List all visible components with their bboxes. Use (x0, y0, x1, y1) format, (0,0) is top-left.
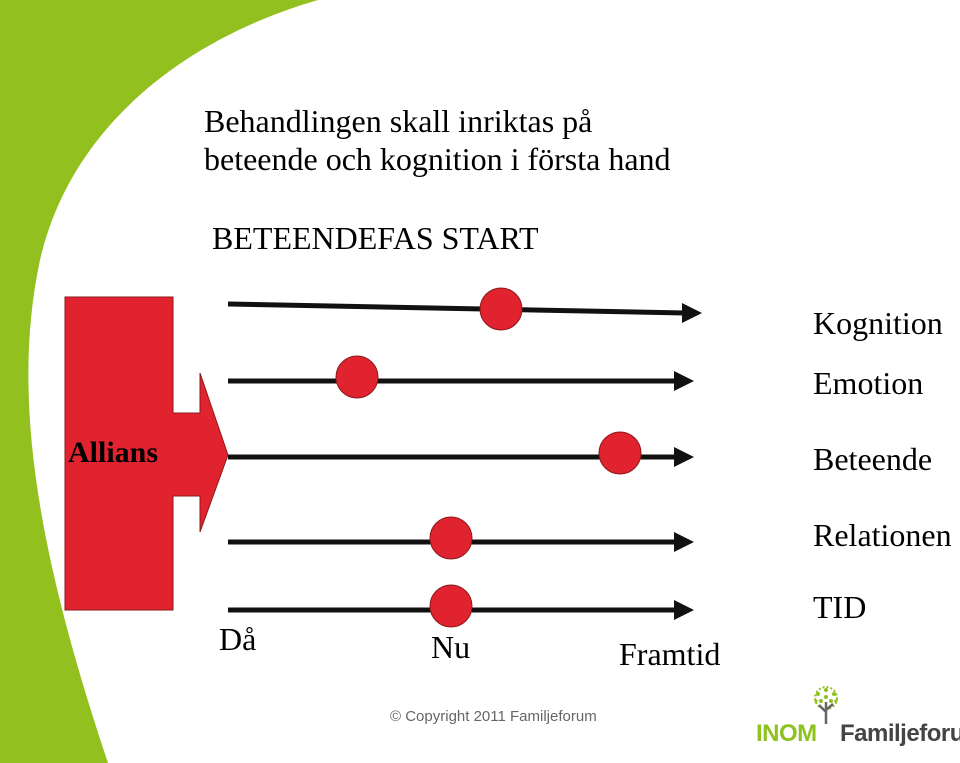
timeline-beteende (228, 431, 694, 475)
title-line-2: beteende och kognition i första hand (204, 141, 671, 177)
timeline-tid (228, 584, 694, 628)
time-axis-label: TID (813, 589, 867, 625)
marker-emotion (335, 355, 379, 399)
time-point-da: Då (219, 621, 257, 657)
time-point-framtid: Framtid (619, 636, 721, 672)
logo-text-familjeforum: Familjeforum (840, 720, 960, 747)
marker-nu (429, 584, 473, 628)
title-line-1: Behandlingen skall inriktas på (204, 103, 593, 139)
dimension-label-beteende: Beteende (813, 441, 933, 477)
tree-icon (814, 686, 838, 724)
dimension-label-emotion: Emotion (813, 365, 924, 401)
timeline-kognition (227, 287, 702, 331)
timeline-relationen (228, 516, 694, 560)
marker-beteende (598, 431, 642, 475)
familjeforum-logo: INOM Familjeforum (756, 684, 960, 750)
phase-label: BETEENDEFAS START (212, 220, 539, 256)
marker-kognition (479, 287, 523, 331)
alliance-label: Allians (68, 436, 159, 469)
dimension-label-kognition: Kognition (813, 305, 943, 341)
marker-relationen (429, 516, 473, 560)
copyright-text: © Copyright 2011 Familjeforum (390, 708, 597, 725)
logo-text-inom: INOM (756, 720, 817, 747)
alliance-arrow (64, 296, 229, 611)
green-swoosh (0, 0, 318, 763)
dimension-label-relationen: Relationen (813, 517, 952, 553)
time-point-nu: Nu (431, 629, 471, 665)
timeline-emotion (228, 355, 694, 399)
